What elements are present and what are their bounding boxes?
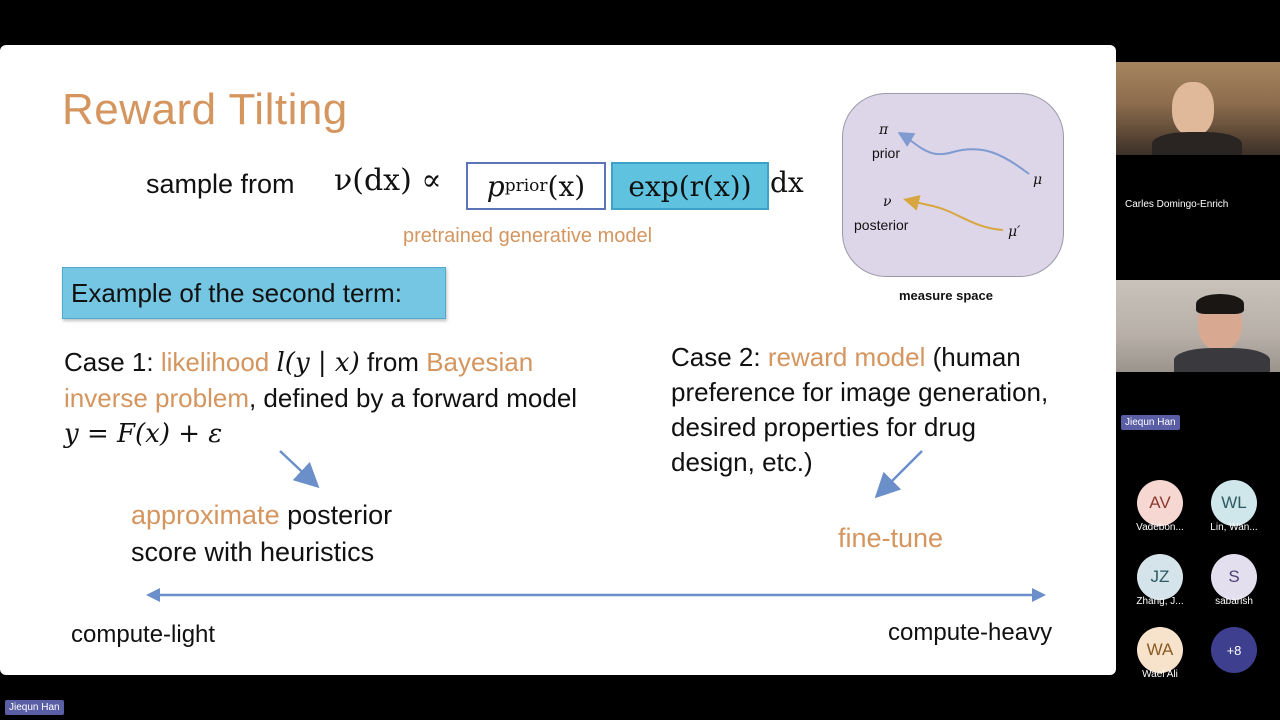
avatar-jz-name: Zhang, J... <box>1136 596 1184 607</box>
more-participants-count: +8 <box>1226 642 1242 658</box>
avatar-s-name: sabarish <box>1215 596 1253 607</box>
posterior-flow-arrow <box>903 195 1004 231</box>
avatar-av-initials: AV <box>1149 493 1171 512</box>
case1-from: from <box>366 347 419 377</box>
participant-1-face <box>1172 82 1214 136</box>
compute-light-label: compute-light <box>71 621 216 648</box>
case2-reward: reward model <box>767 342 926 372</box>
more-participants-button[interactable]: +8 <box>1211 627 1257 673</box>
avatar-s-initials: S <box>1228 567 1240 586</box>
pi-symbol: π <box>879 122 889 138</box>
compute-axis-right-arrowhead <box>1032 588 1046 602</box>
prior-arg: (x) <box>547 169 586 203</box>
case2-label: Case 2: <box>671 342 761 372</box>
participant-2-shoulders <box>1174 348 1270 372</box>
avatar-av-name: Vadebon... <box>1136 522 1184 533</box>
slide-title: Reward Tilting <box>62 85 348 134</box>
slide-arrows <box>146 450 1046 602</box>
participant-1-name: Carles Domingo-Enrich <box>1125 199 1229 210</box>
case2-arrow <box>874 450 923 499</box>
example-box: Example of the second term: <box>62 267 446 319</box>
case1-likelihood-math: l(y | x) <box>276 348 360 378</box>
pretrained-label: pretrained generative model <box>403 225 653 247</box>
prior-p: p <box>486 169 505 203</box>
equation-nu: ν(dx) ∝ <box>334 163 442 198</box>
participant-2-hair <box>1196 294 1244 314</box>
equation-dx: dx <box>770 166 804 199</box>
case2-line2: preference for image generation, <box>671 377 1049 407</box>
avatar-s[interactable]: S <box>1211 554 1257 600</box>
measure-space-arrows <box>897 131 1030 231</box>
participant-video-1 <box>1116 62 1280 155</box>
participant-tile-1[interactable]: Carles Domingo-Enrich <box>1116 62 1280 279</box>
case1-likelihood: likelihood <box>160 347 270 377</box>
nu-symbol: ν <box>883 194 892 210</box>
avatar-wl[interactable]: WL <box>1211 480 1257 526</box>
avatar-wa[interactable]: WA <box>1137 627 1183 673</box>
participant-2-name-tag: Jiequn Han <box>1121 415 1180 430</box>
avatar-av[interactable]: AV <box>1137 480 1183 526</box>
measure-space-panel: π prior μ ν posterior μ′ <box>842 93 1064 277</box>
reward-term-box: exp(r(x)) <box>611 162 769 210</box>
avatar-wl-name: Lin, Wan... <box>1210 522 1258 533</box>
avatar-wa-initials: WA <box>1146 640 1174 659</box>
avatar-wa-name: Wael Ali <box>1142 669 1178 680</box>
avatar-jz-initials: JZ <box>1150 567 1170 586</box>
case2-text: Case 2: reward model (human preference f… <box>671 340 1091 480</box>
compute-axis-left-arrowhead <box>146 588 160 602</box>
participant-1-shoulders <box>1152 132 1242 155</box>
active-speaker-tag: Jiequn Han <box>5 700 64 715</box>
participant-video-2 <box>1116 280 1280 372</box>
case1-defined: , defined by a forward model <box>248 383 578 413</box>
posterior-label: posterior <box>854 217 909 233</box>
approx-line2: score with heuristics <box>131 537 375 567</box>
case1-arrow <box>279 450 320 489</box>
finetune-label: fine-tune <box>838 523 944 553</box>
participant-tile-2[interactable]: Jiequn Han <box>1116 280 1280 435</box>
approx-rest: posterior <box>279 500 393 530</box>
case1-equation: y = F(x) + ε <box>64 419 223 449</box>
case2-line4: design, etc.) <box>671 447 813 477</box>
compute-heavy-label: compute-heavy <box>888 619 1053 646</box>
mu-symbol: μ <box>1033 172 1043 188</box>
case1-text: Case 1: likelihood l(y | x) from Bayesia… <box>64 345 644 452</box>
avatar-wl-initials: WL <box>1221 493 1247 512</box>
prior-subscript: prior <box>504 176 548 196</box>
prior-flow-arrow <box>897 131 1030 175</box>
measure-space-caption: measure space <box>899 288 993 303</box>
equation-prefix: sample from <box>146 169 295 199</box>
case2-line1-rest: (human <box>925 342 1021 372</box>
case1-bayesian: Bayesian <box>426 347 534 377</box>
case1-inverse: inverse problem <box>64 383 249 413</box>
mu-prime-symbol: μ′ <box>1008 224 1021 240</box>
approx-text: approximate posterior score with heurist… <box>131 497 392 571</box>
approx-orange: approximate <box>131 500 280 530</box>
avatar-jz[interactable]: JZ <box>1137 554 1183 600</box>
case2-line3: desired properties for drug <box>671 412 976 442</box>
prior-label: prior <box>872 145 901 161</box>
case1-label: Case 1: <box>64 347 154 377</box>
